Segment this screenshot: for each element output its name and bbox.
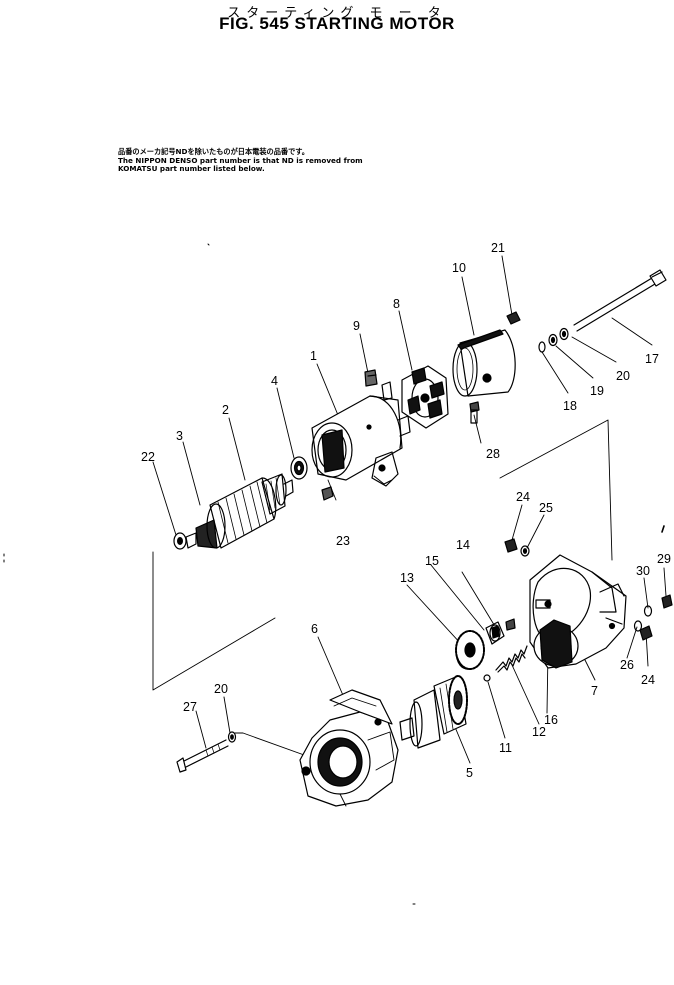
callout-18: 18 [563,399,577,413]
part-spring-12 [495,645,528,673]
note-line-jp: 品番のメーカ記号NDを除いたものが日本電装の品番です。 [118,147,309,156]
callout-11: 11 [499,741,512,755]
callout-13: 13 [400,571,414,585]
callout-6: 6 [311,622,318,636]
callout-4: 4 [271,374,278,388]
part-retainer-15 [485,621,505,645]
part-bolt-9 [364,369,378,387]
callout-23: 23 [336,534,350,548]
figure-title: FIG. 545 STARTING MOTOR [219,14,455,33]
callout-8: 8 [393,297,400,311]
part-pin-23 [321,486,334,501]
callout-7: 7 [591,684,598,698]
callout-9: 9 [353,319,360,333]
part-screw-29 [661,525,673,609]
part-bolt-27 [176,739,229,773]
callout-22: 22 [141,450,155,464]
callout-1: 1 [310,349,317,363]
callout-2: 2 [222,403,229,417]
callout-19: 19 [590,384,604,398]
part-overrunning-clutch-5 [399,675,468,749]
part-nut-21 [506,311,521,325]
callout-14: 14 [456,538,470,552]
part-pin-14 [505,618,516,631]
callout-20b: 20 [214,682,228,696]
part-washer-22 [173,532,187,550]
part-nut-24-lower [639,625,653,641]
part-washer-20-upper [559,327,569,341]
part-through-bolt-17 [573,269,667,332]
callout-27: 27 [183,700,197,714]
part-bearing-4 [290,456,308,480]
part-idler-gear-13 [455,630,485,670]
part-washer-19 [548,333,558,347]
part-screw-28 [469,401,480,424]
callout-28: 28 [486,447,500,461]
part-drive-housing-6 [299,689,399,807]
callout-26: 26 [620,658,634,672]
callout-21: 21 [491,241,505,255]
scan-marks [3,243,416,905]
part-brush-holder-8 [401,365,449,429]
note-line-en-1: The NIPPON DENSO part number is that ND … [118,155,363,165]
part-yoke-1 [311,381,411,487]
leader-lines [152,255,667,764]
part-end-cover-10 [452,329,516,397]
part-steel-ball-11 [483,674,491,682]
callout-20a: 20 [616,369,630,383]
callout-29: 29 [657,552,671,566]
callout-16: 16 [544,713,558,727]
callout-10: 10 [452,261,466,275]
part-washer-30 [643,605,653,617]
part-nut-24-upper [504,538,518,553]
callout-15: 15 [425,554,439,568]
callout-24a: 24 [516,490,530,504]
part-washer-18 [538,341,546,353]
callout-5: 5 [466,766,473,780]
part-armature-2 [185,473,294,549]
assembly-lines [152,419,613,761]
part-number-note: 品番のメーカ記号NDを除いたものが日本電装の品番です。 The NIPPON D… [118,147,363,174]
figure-title-japanese: スターティング モ ー タ [227,6,447,21]
callout-17: 17 [645,352,659,366]
part-washer-20-lower [227,731,237,743]
part-magnet-switch-7 [529,554,627,669]
callout-3: 3 [176,429,183,443]
callout-25: 25 [539,501,553,515]
callout-12: 12 [532,725,546,739]
part-washer-25 [520,545,530,557]
callout-numbers: 1 2 3 4 5 6 7 8 9 10 11 12 13 14 15 16 1… [141,241,671,780]
callout-24b: 24 [641,673,655,687]
callout-30: 30 [636,564,650,578]
part-washer-26 [633,620,643,632]
note-line-en-2: KOMATSU part number listed below. [118,164,265,174]
